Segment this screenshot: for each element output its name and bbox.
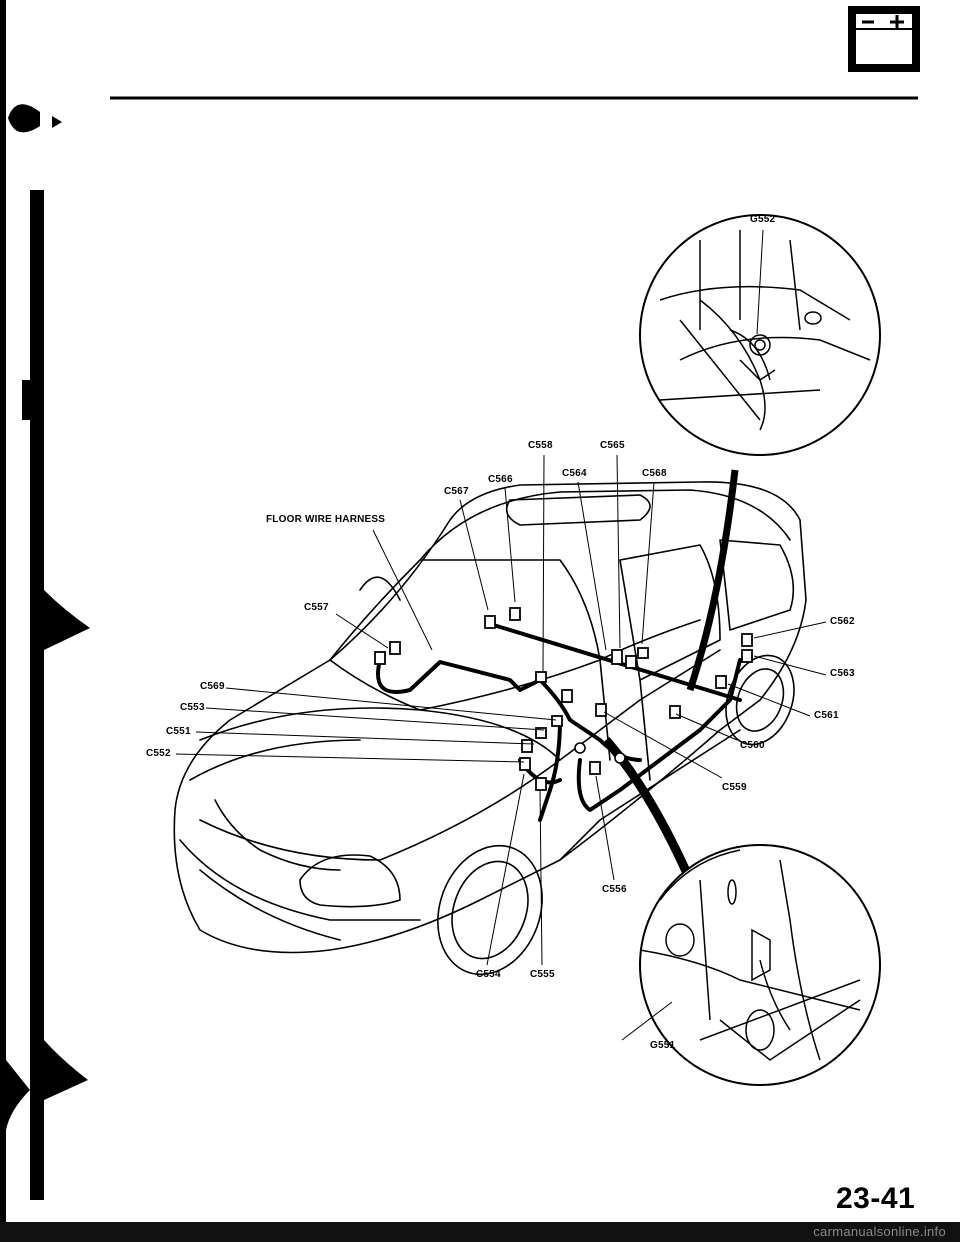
inset-g552 — [639, 214, 881, 456]
connector-label-c553: C553 — [180, 702, 205, 713]
connector-label-c551: C551 — [166, 726, 191, 737]
connector-label-c561: C561 — [814, 710, 839, 721]
connector-label-c558: C558 — [528, 440, 553, 451]
ground-cable-g551 — [602, 737, 695, 882]
connector-label-c557: C557 — [304, 602, 329, 613]
connector-label-c562: C562 — [830, 616, 855, 627]
front-wheel — [437, 844, 543, 976]
front-bumper — [179, 839, 421, 921]
inset-g551 — [639, 844, 881, 1086]
connector-label-c555: C555 — [530, 969, 555, 980]
ground-cable-g552 — [686, 469, 739, 692]
connector-label-c565: C565 — [600, 440, 625, 451]
connector-label-c563: C563 — [830, 668, 855, 679]
connector-label-c552: C552 — [146, 748, 171, 759]
headlight — [299, 854, 401, 908]
footer-watermark: carmanualsonline.info — [813, 1224, 946, 1239]
connector-label-c566: C566 — [488, 474, 513, 485]
car-body-outline — [173, 481, 807, 954]
connector-label-c567: C567 — [444, 486, 469, 497]
page-number: 23-41 — [836, 1182, 916, 1215]
battery-icon — [848, 6, 920, 72]
connector-label-c559: C559 — [722, 782, 747, 793]
hood — [199, 707, 561, 861]
section-marker-icon — [8, 104, 40, 133]
ground-label-g552: G552 — [750, 214, 776, 225]
ground-label-g551: G551 — [650, 1040, 676, 1051]
windshield — [329, 559, 601, 711]
connector-label-c560: C560 — [740, 740, 765, 751]
connector-label-c564: C564 — [562, 468, 587, 479]
connector-label-c568: C568 — [642, 468, 667, 479]
connector-label-c554: C554 — [476, 969, 501, 980]
footer-bar: carmanualsonline.info — [0, 1222, 960, 1242]
harness-label: FLOOR WIRE HARNESS — [266, 514, 386, 525]
connector-label-c569: C569 — [200, 681, 225, 692]
car-roof — [419, 489, 791, 561]
rear-wheel — [725, 654, 795, 746]
connector-label-c556: C556 — [602, 884, 627, 895]
